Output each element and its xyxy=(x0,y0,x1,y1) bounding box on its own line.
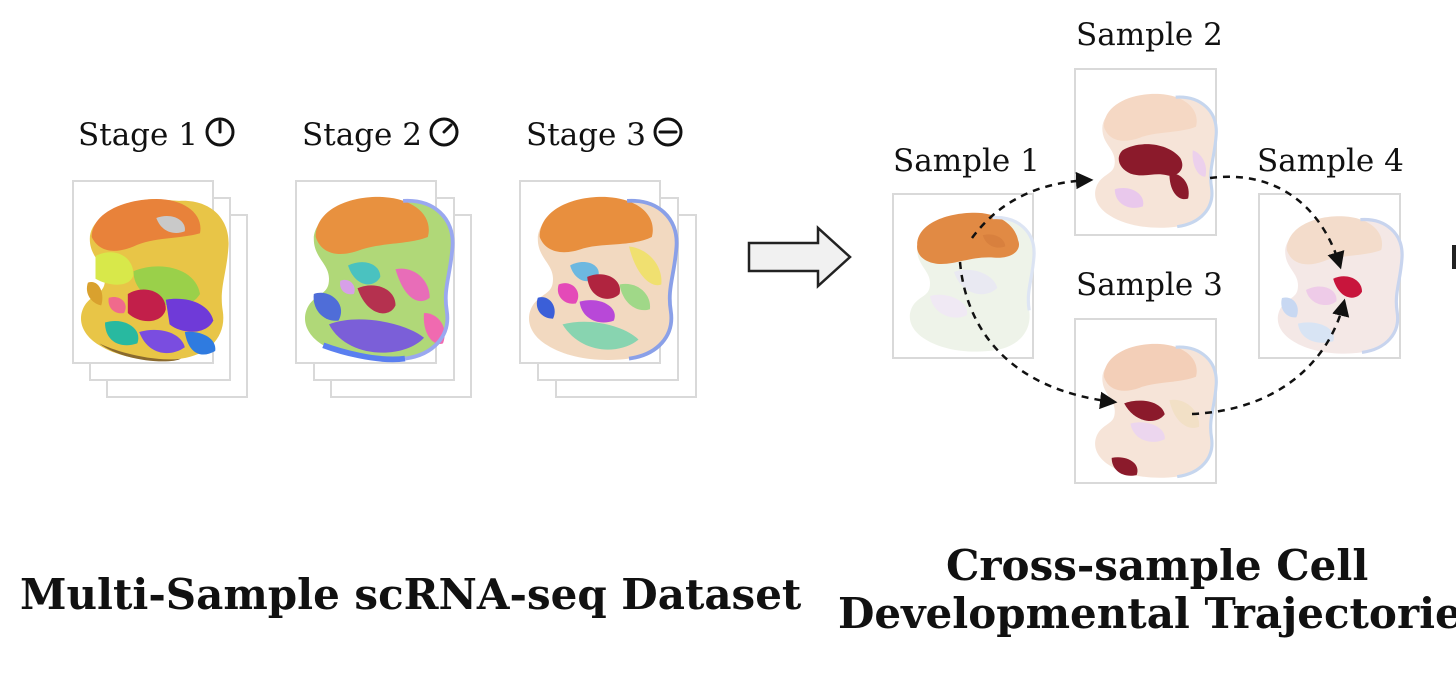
sample-3-label: Sample 3 xyxy=(1076,267,1223,303)
stage-2-label: Stage 2 xyxy=(302,116,460,151)
stage-2-text: Stage 2 xyxy=(302,117,422,153)
stage-2-embryo-image xyxy=(304,196,455,363)
left-panel-title: Multi-Sample scRNA-seq Dataset xyxy=(20,570,802,619)
transition-arrow-icon xyxy=(747,225,852,289)
right-title-line-1: Cross-sample Cell xyxy=(946,541,1369,590)
trajectory-arrow-s1-to-s2 xyxy=(970,171,1094,239)
right-panel-title: Cross-sample Cell Developmental Trajecto… xyxy=(838,541,1456,639)
stage-3-embryo-image xyxy=(528,196,679,361)
clock-minus-icon xyxy=(653,117,683,147)
sample-3-embryo-image xyxy=(1095,343,1218,479)
sample-4-embryo-image xyxy=(1277,216,1404,354)
sample-2-embryo-image xyxy=(1095,93,1218,229)
sample-2-label: Sample 2 xyxy=(1076,17,1223,53)
trajectory-arrow-s2-to-s4 xyxy=(1209,175,1345,270)
sample-1-embryo-image xyxy=(909,212,1036,352)
stage-3-text: Stage 3 xyxy=(526,117,646,153)
sample-4-label: Sample 4 xyxy=(1257,143,1404,179)
stage-1-text: Stage 1 xyxy=(78,117,198,153)
right-title-line-2: Developmental Trajectories xyxy=(838,589,1456,639)
cropped-edge-mark xyxy=(1452,245,1456,269)
stage-1-label: Stage 1 xyxy=(78,116,236,151)
stage-1-embryo-image xyxy=(80,199,229,362)
stage-3-label: Stage 3 xyxy=(526,116,684,151)
trajectory-arrow-s3-to-s4 xyxy=(1191,298,1350,416)
clock-full-icon xyxy=(205,117,235,147)
clock-diagonal-icon xyxy=(429,117,459,147)
sample-1-label: Sample 1 xyxy=(893,143,1040,179)
